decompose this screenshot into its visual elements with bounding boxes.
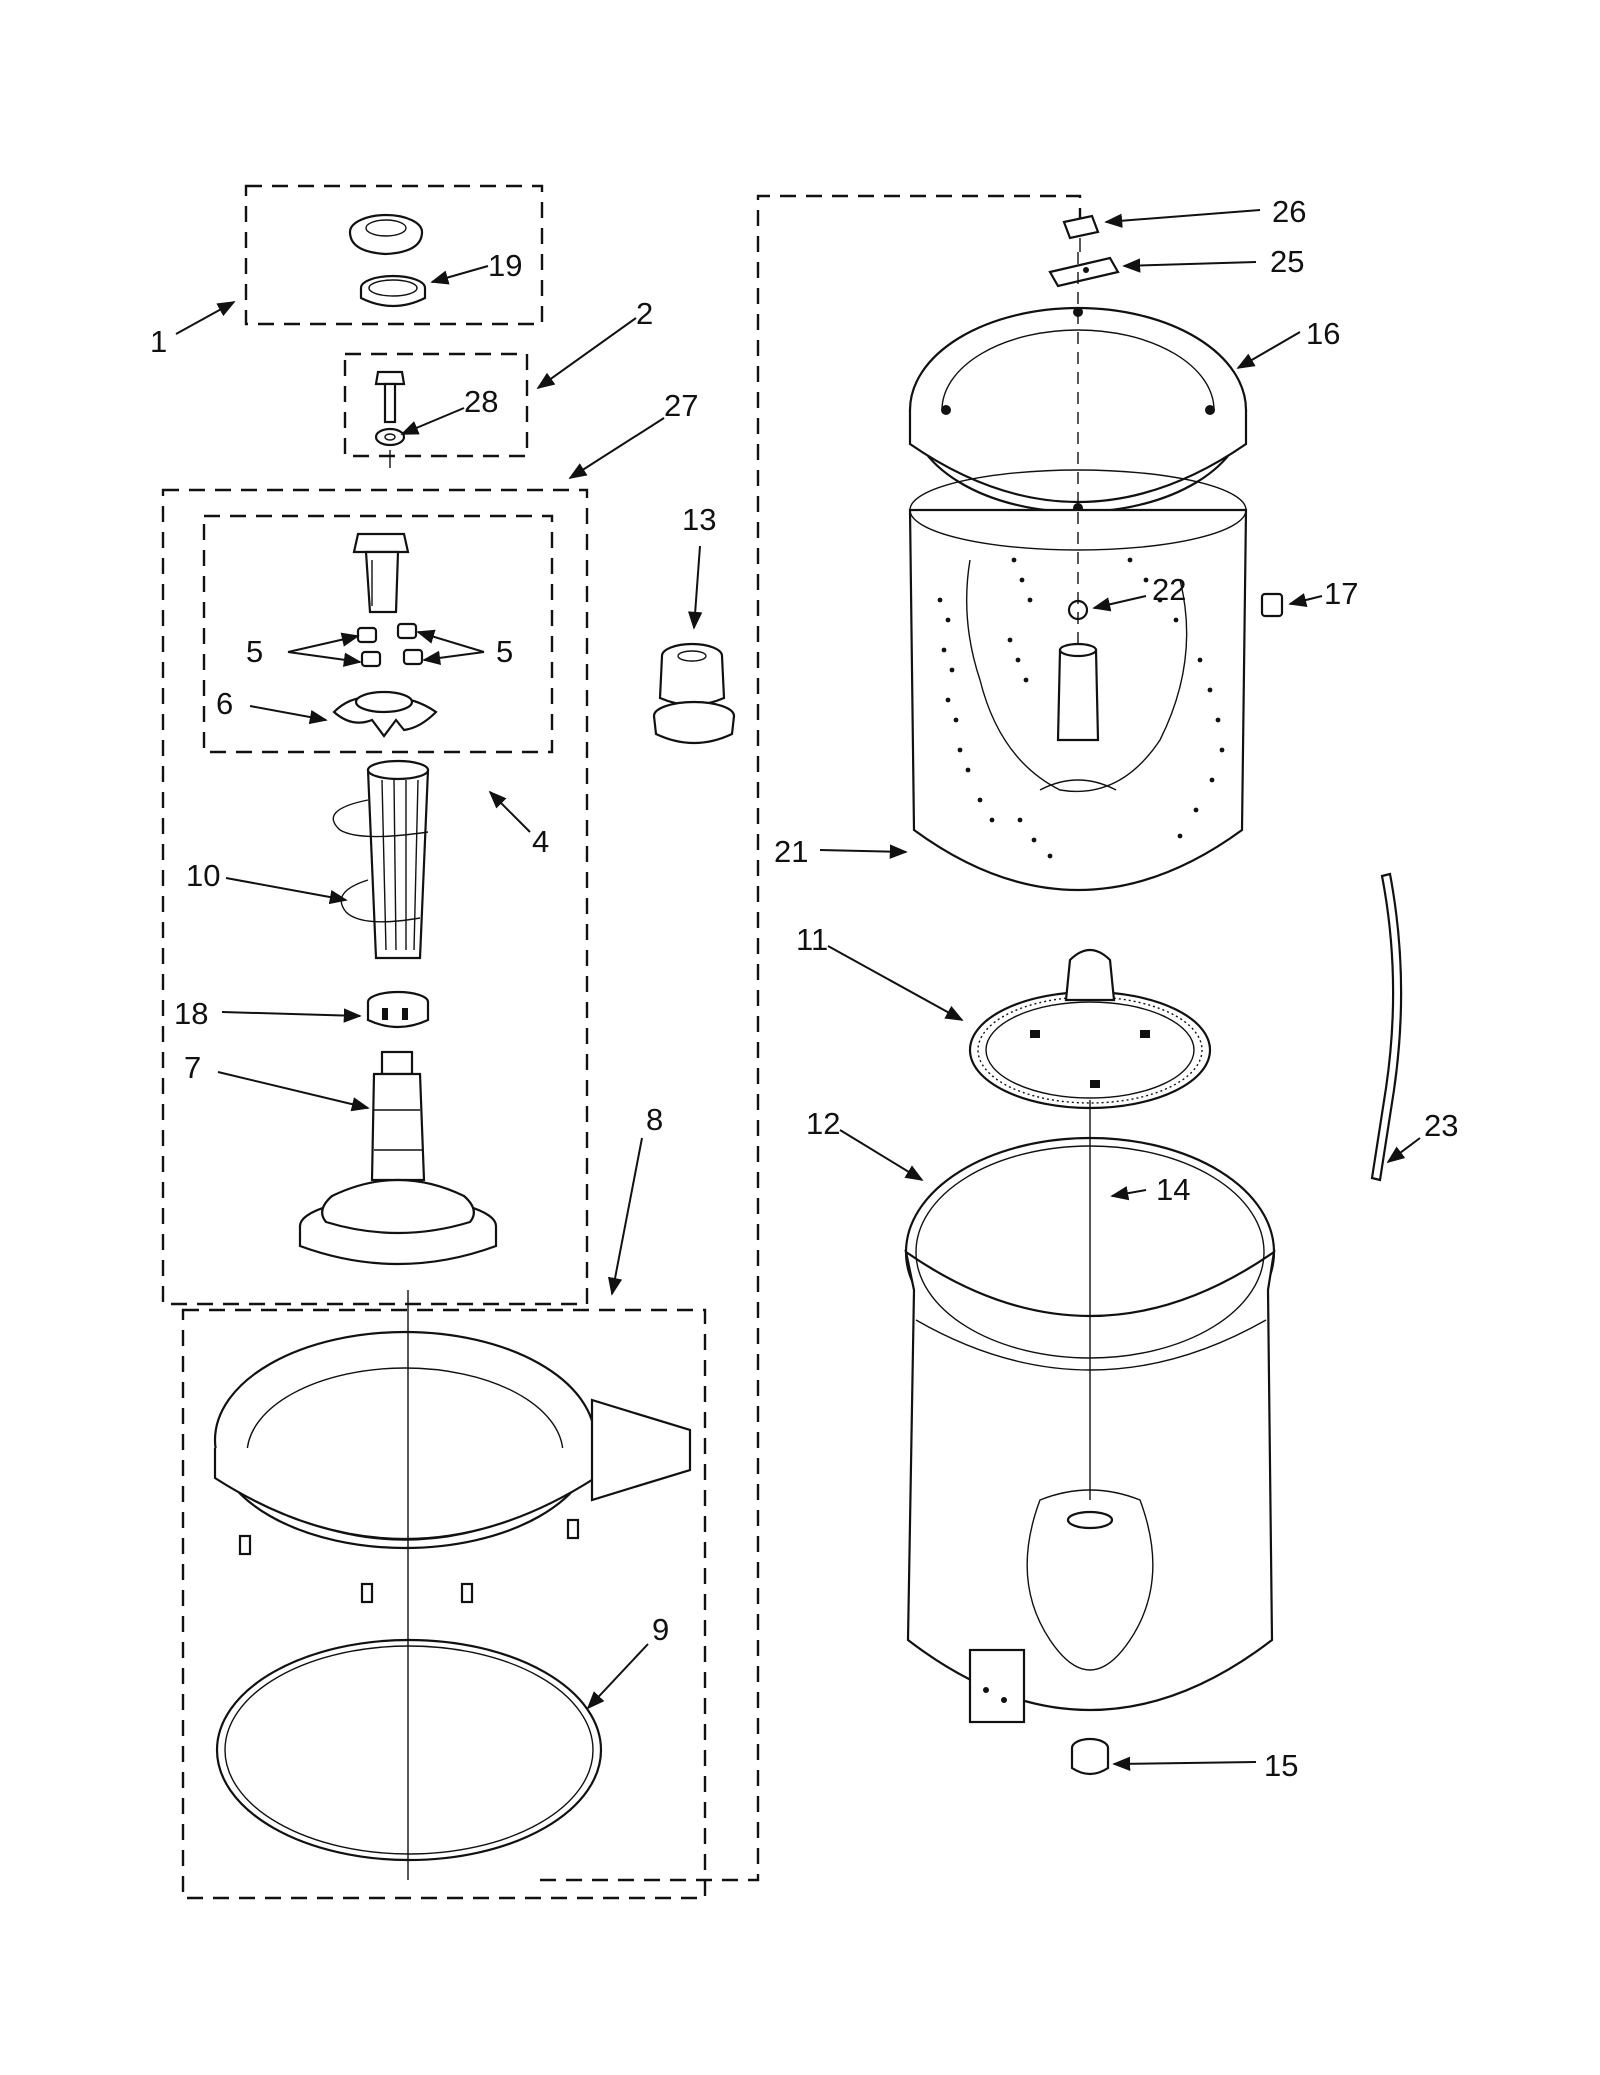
callout-4: 4 <box>532 824 549 859</box>
part-21-basket <box>908 469 1284 892</box>
callout-9: 9 <box>652 1612 669 1647</box>
group-box-2 <box>343 352 529 458</box>
part-19-cap-ring <box>348 213 427 308</box>
callout-6: 6 <box>216 686 233 721</box>
part-10-auger <box>332 759 430 960</box>
callout-labels: 1 2 19 28 27 13 5 5 6 4 10 18 7 8 9 26 2… <box>150 194 1458 1783</box>
callout-21: 21 <box>774 834 808 869</box>
group-box-1 <box>244 184 544 326</box>
callout-22: 22 <box>1152 572 1186 607</box>
callout-18: 18 <box>174 996 208 1031</box>
callout-27: 27 <box>664 388 698 423</box>
part-18-coupling <box>366 990 430 1029</box>
callout-5-right: 5 <box>496 634 513 669</box>
part-25-clip <box>1048 256 1120 288</box>
callout-5-left: 5 <box>246 634 263 669</box>
callout-25: 25 <box>1270 244 1304 279</box>
callout-23: 23 <box>1424 1108 1458 1143</box>
callout-15: 15 <box>1264 1748 1298 1783</box>
group-box-8 <box>181 1308 707 1900</box>
callout-17: 17 <box>1324 576 1358 611</box>
callout-26: 26 <box>1272 194 1306 229</box>
part-15-nut <box>1070 1737 1110 1776</box>
callout-12: 12 <box>806 1106 840 1141</box>
part-26-clip <box>1062 214 1100 252</box>
part-28-bolt-washer <box>374 370 406 468</box>
callout-16: 16 <box>1306 316 1340 351</box>
callout-2: 2 <box>636 296 653 331</box>
part-8-tub-ring <box>213 1330 692 1604</box>
part-23-hose <box>1370 872 1403 1182</box>
callout-19: 19 <box>488 248 522 283</box>
basket-perforations <box>937 557 1225 859</box>
part-4-cam-assembly <box>332 532 438 738</box>
callout-13: 13 <box>682 502 716 537</box>
group-box-27 <box>161 488 589 1306</box>
part-11-brake-assembly <box>968 948 1212 1110</box>
part-9-seal-ring <box>215 1638 603 1862</box>
leader-lines <box>175 209 1421 1771</box>
part-13-bearing <box>652 642 736 745</box>
callout-10: 10 <box>186 858 220 893</box>
group-connector-right <box>540 194 1082 1882</box>
callout-8: 8 <box>646 1102 663 1137</box>
part-7-agitator-base <box>298 1050 498 1266</box>
callout-7: 7 <box>184 1050 201 1085</box>
callout-11: 11 <box>796 922 828 957</box>
callout-14: 14 <box>1156 1172 1190 1207</box>
callout-1: 1 <box>150 324 167 359</box>
group-box-4 <box>202 514 554 754</box>
callout-28: 28 <box>464 384 498 419</box>
